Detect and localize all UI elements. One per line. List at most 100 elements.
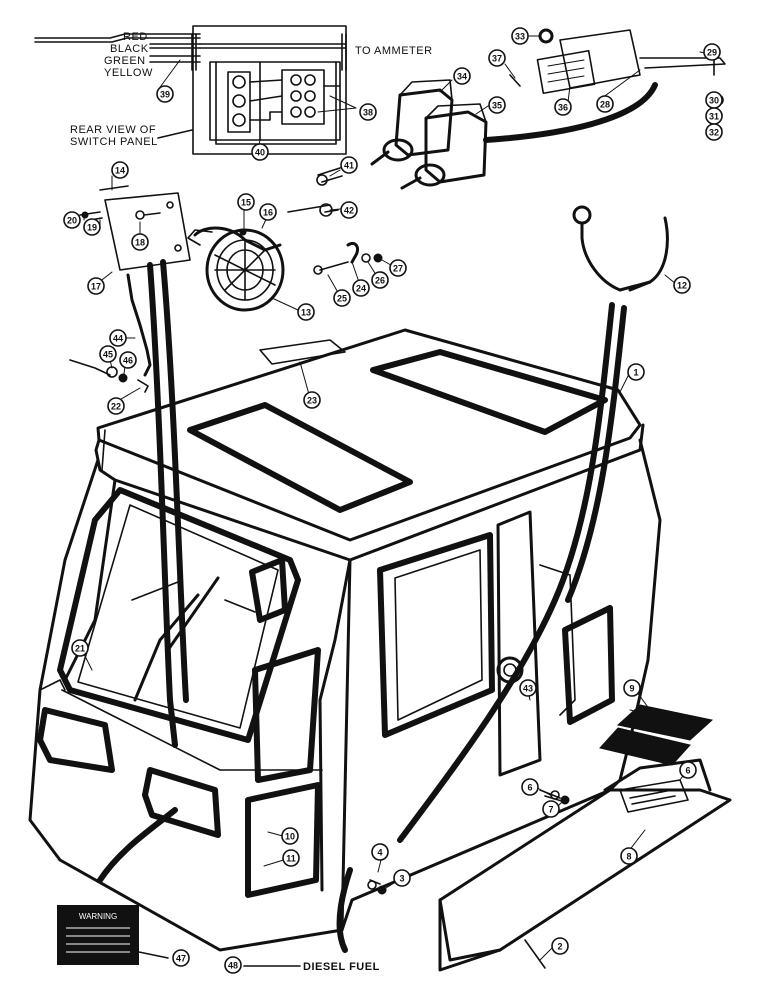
callout-circle (703, 43, 721, 61)
callout-48: 48 (224, 956, 242, 974)
callout-circle (156, 85, 174, 103)
to-ammeter-label: TO AMMETER (355, 45, 433, 57)
callout-28: 28 (596, 95, 614, 113)
wire-label-black: BLACK (110, 43, 149, 55)
callout-45: 45 (99, 345, 117, 363)
callout-12: 12 (673, 276, 691, 294)
callout-number: 31 (709, 112, 719, 122)
callout-number: 47 (176, 954, 186, 964)
callout-21: 21 (71, 639, 89, 657)
callout-number: 16 (263, 208, 273, 218)
wire-lead-44 (69, 273, 152, 393)
callout-number: 13 (301, 308, 311, 318)
callout-41: 41 (340, 156, 358, 174)
callout-circle (705, 123, 723, 141)
wire-label-red: RED (123, 31, 148, 43)
callout-circle (673, 276, 691, 294)
switch-panel-label-line1: REAR VIEW OF (70, 124, 156, 136)
callout-1: 1 (627, 363, 645, 381)
callout-30: 30 (705, 91, 723, 109)
callout-circle (172, 949, 190, 967)
defroster-fan (187, 226, 285, 312)
callout-circle (63, 211, 81, 229)
callout-14: 14 (111, 161, 129, 179)
callout-circle (519, 679, 537, 697)
callout-circle (109, 329, 127, 347)
callout-circle (623, 679, 641, 697)
callout-number: 14 (115, 166, 125, 176)
callout-circle (521, 778, 539, 796)
callout-circle (488, 96, 506, 114)
callout-number: 33 (515, 32, 525, 42)
callout-number: 28 (600, 100, 610, 110)
callout-number: 38 (363, 108, 373, 118)
callout-46: 46 (119, 351, 137, 369)
callout-number: 1 (633, 368, 638, 378)
callout-circle (251, 143, 269, 161)
callout-circle (282, 849, 300, 867)
callout-number: 37 (492, 54, 502, 64)
callout-number: 19 (87, 223, 97, 233)
callout-33: 33 (511, 27, 529, 45)
callout-circle (259, 203, 277, 221)
callout-circle (297, 303, 315, 321)
cab-body (28, 328, 662, 952)
callout-number: 36 (558, 103, 568, 113)
callout-22: 22 (107, 397, 125, 415)
callout-7: 7 (542, 800, 560, 818)
callout-number: 34 (457, 72, 467, 82)
callout-circle (340, 201, 358, 219)
callout-circle (627, 363, 645, 381)
callout-circle (511, 27, 529, 45)
callout-17: 17 (87, 277, 105, 295)
callout-number: 40 (255, 148, 265, 158)
callout-circle (83, 218, 101, 236)
callout-circle (111, 161, 129, 179)
callout-circle (620, 847, 638, 865)
callout-number: 46 (123, 356, 133, 366)
callout-13: 13 (297, 303, 315, 321)
small-hardware (287, 167, 383, 275)
warning-decal-title: WARNING (79, 912, 117, 921)
warning-decal: WARNING (57, 905, 169, 965)
callout-26: 26 (371, 271, 389, 289)
callout-4: 4 (371, 843, 389, 861)
callout-circle (679, 761, 697, 779)
callout-number: 41 (344, 161, 354, 171)
callout-43: 43 (519, 679, 537, 697)
callout-number: 18 (135, 238, 145, 248)
callout-number: 39 (160, 90, 170, 100)
callout-circle (87, 277, 105, 295)
callout-8: 8 (620, 847, 638, 865)
callout-circle (333, 289, 351, 307)
callout-number: 35 (492, 101, 502, 111)
callout-circle (453, 67, 471, 85)
callout-18: 18 (131, 233, 149, 251)
diesel-fuel-label: DIESEL FUEL (303, 961, 380, 973)
callout-number: 23 (307, 396, 317, 406)
callout-number: 15 (241, 198, 251, 208)
switch-panel-label-line2: SWITCH PANEL (70, 136, 158, 148)
callout-number: 8 (626, 852, 631, 862)
callout-10: 10 (281, 827, 299, 845)
wire-color-labels: RED BLACK GREEN YELLOW TO AMMETER (104, 31, 433, 79)
callout-circle (551, 937, 569, 955)
callout-number: 6 (527, 783, 532, 793)
callout-38: 38 (359, 103, 377, 121)
callout-number: 26 (375, 276, 385, 286)
callout-number: 11 (286, 854, 296, 864)
callout-number: 3 (399, 874, 404, 884)
callout-number: 29 (707, 48, 717, 58)
callout-number: 2 (557, 942, 562, 952)
callout-31: 31 (705, 107, 723, 125)
callout-circle (340, 156, 358, 174)
callout-number: 10 (285, 832, 295, 842)
callout-number: 22 (111, 402, 121, 412)
wire-label-green: GREEN (104, 55, 146, 67)
callout-number: 30 (709, 96, 719, 106)
callout-15: 15 (237, 193, 255, 211)
callout-number: 24 (356, 284, 366, 294)
switch-panel-label: REAR VIEW OF SWITCH PANEL (70, 124, 193, 148)
